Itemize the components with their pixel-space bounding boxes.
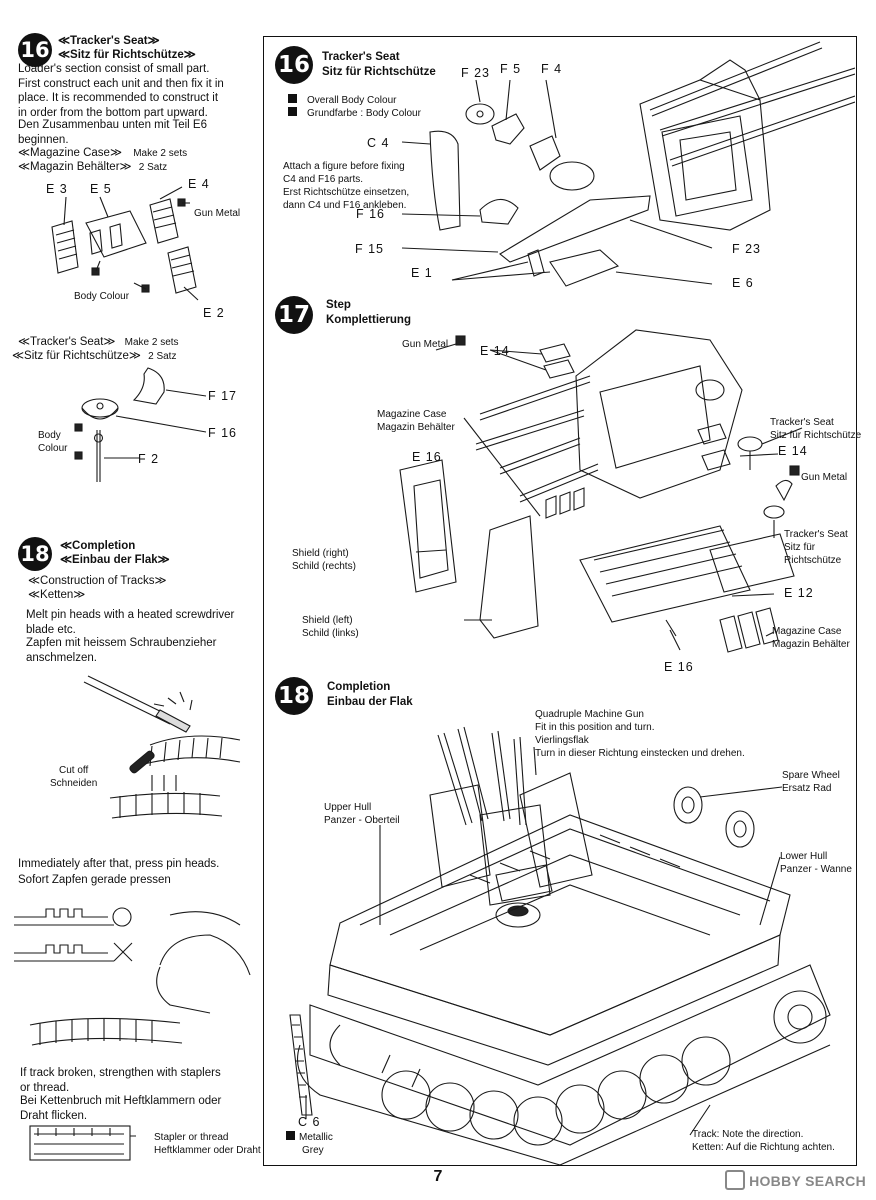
stapler-label: Stapler or thread Heftklammer oder Draht <box>154 1132 261 1156</box>
tracks-title-de: ≪Ketten≫ <box>28 589 86 601</box>
part-e16-top-label: E 16 <box>412 450 442 464</box>
step-16-main-title-de: Sitz für Richtschütze <box>322 66 436 78</box>
part-e14-top-label: E 14 <box>480 344 510 358</box>
step-18-main-title-de: Einbau der Flak <box>327 696 413 708</box>
pin-pressing-diagram <box>14 907 251 1046</box>
step-16-assembly-diagram <box>401 41 855 287</box>
magazine-case-diagram <box>51 186 199 301</box>
tracks-title-en: ≪Construction of Tracks≫ <box>28 575 167 587</box>
magazine-case-title-de: ≪Magazin Behälter≫ 2 Satz <box>18 161 168 173</box>
step-18-left-title-en: ≪Completion <box>60 540 136 552</box>
step-16-instructions-en: Loader's section consist of small part. … <box>18 63 224 119</box>
part-e1-label: E 1 <box>411 266 433 280</box>
gun-metal-label: Gun Metal <box>194 208 241 219</box>
part-f2-label: F 2 <box>138 452 160 466</box>
part-e6-label: E 6 <box>732 276 754 290</box>
part-f5-label: F 5 <box>500 62 522 76</box>
step-17-gun-metal-label: Gun Metal <box>402 339 449 350</box>
melt-instructions-en: Melt pin heads with a heated screwdriver… <box>26 609 235 636</box>
part-e14-right-label: E 14 <box>778 444 808 458</box>
step-17-magazine-case-label: Magazine Case Magazin Behälter <box>377 409 455 433</box>
shield-left-label: Shield (left) Schild (links) <box>302 615 359 639</box>
part-f16-main-label: F 16 <box>356 207 386 221</box>
seat-body-colour-label: Body Colour <box>38 430 68 454</box>
step-17-badge: 17 <box>275 296 313 334</box>
step-17-title-en: Step <box>326 299 351 311</box>
step-17-assembly-diagram <box>399 329 803 653</box>
step-16-note: Attach a figure before fixing C4 and F16… <box>283 161 410 211</box>
track-direction-note: Track: Note the direction. Ketten: Auf d… <box>692 1129 835 1153</box>
step-17-title-de: Komplettierung <box>326 314 411 326</box>
press-instructions-de: Sofort Zapfen gerade pressen <box>18 874 171 886</box>
part-e5-label: E 5 <box>90 182 112 196</box>
magazine-case-title-en: ≪Magazine Case≫ Make 2 sets <box>18 147 188 159</box>
upper-hull-label: Upper Hull Panzer - Oberteil <box>324 802 400 826</box>
step-16-badge: 16 <box>18 33 52 67</box>
overall-colour-de: Grundfarbe : Body Colour <box>288 107 421 120</box>
quad-machine-gun-label: Quadruple Machine Gun Fit in this positi… <box>535 709 745 759</box>
seat-title-en: ≪Tracker's Seat≫ Make 2 sets <box>18 336 179 348</box>
step-17-magazine-case-bottom-label: Magazine Case Magazin Behälter <box>772 626 850 650</box>
part-f16-label: F 16 <box>208 426 238 440</box>
c6-paint-label: Metallic Grey <box>286 1131 336 1157</box>
seat-title-de: ≪Sitz für Richtschütze≫ 2 Satz <box>12 350 177 362</box>
step-18-main-title-en: Completion <box>327 681 391 693</box>
part-f17-label: F 17 <box>208 389 238 403</box>
spare-wheel-label: Spare Wheel Ersatz Rad <box>782 770 840 794</box>
step-17-gun-metal-right-label: Gun Metal <box>801 472 848 483</box>
tracker-seat-diagram <box>74 367 207 482</box>
stapler-diagram <box>29 1125 136 1161</box>
shield-right-label: Shield (right) Schild (rechts) <box>292 548 356 572</box>
main-instructions-panel <box>263 36 857 1166</box>
step-18-left-title-de: ≪Einbau der Flak≫ <box>60 554 170 566</box>
part-e12-label: E 12 <box>784 586 814 600</box>
step-16-title-de: ≪Sitz für Richtschütze≫ <box>58 49 196 61</box>
hobby-search-watermark: HOBBY SEARCH <box>725 1170 866 1190</box>
part-f23-top-label: F 23 <box>461 66 491 80</box>
page-number: 7 <box>433 1168 443 1185</box>
part-f15-label: F 15 <box>355 242 385 256</box>
part-e4-label: E 4 <box>188 177 210 191</box>
part-f23-bottom-label: F 23 <box>732 242 762 256</box>
step-16-main-title-en: Tracker's Seat <box>322 51 400 63</box>
cut-off-label: Cut off Schneiden <box>50 765 98 789</box>
part-c6-label: C 6 <box>298 1115 321 1129</box>
step-16-main-badge: 16 <box>275 46 313 84</box>
broken-track-en: If track broken, strengthen with stapler… <box>20 1067 221 1094</box>
part-e2-label: E 2 <box>203 306 225 320</box>
part-e3-label: E 3 <box>46 182 68 196</box>
overall-colour-en: Overall Body Colour <box>288 94 396 107</box>
step-16-instructions-de: Den Zusammenbau unten mit Teil E6 beginn… <box>18 119 207 146</box>
press-instructions-en: Immediately after that, press pin heads. <box>18 858 220 870</box>
watermark-logo-icon <box>725 1170 746 1190</box>
part-c4-label: C 4 <box>367 136 390 150</box>
melt-instructions-de: Zapfen mit heissem Schraubenzieher ansch… <box>26 637 217 664</box>
step-16-title-en: ≪Tracker's Seat≫ <box>58 35 160 47</box>
body-colour-label: Body Colour <box>74 291 130 302</box>
track-melting-diagram <box>83 675 241 819</box>
part-e16-bottom-label: E 16 <box>664 660 694 674</box>
lower-hull-label: Lower Hull Panzer - Wanne <box>780 851 852 875</box>
step-17-trackers-seat-right-label: Tracker's Seat Sitz für Richtschütze <box>784 529 848 566</box>
step-18-hull-diagram <box>289 726 831 1165</box>
step-18-main-badge: 18 <box>275 677 313 715</box>
step-17-trackers-seat-label: Tracker's Seat Sitz für Richtschütze <box>770 417 862 441</box>
broken-track-de: Bei Kettenbruch mit Heftklammern oder Dr… <box>20 1095 222 1122</box>
part-f4-label: F 4 <box>541 62 563 76</box>
step-18-left-badge: 18 <box>18 537 52 571</box>
